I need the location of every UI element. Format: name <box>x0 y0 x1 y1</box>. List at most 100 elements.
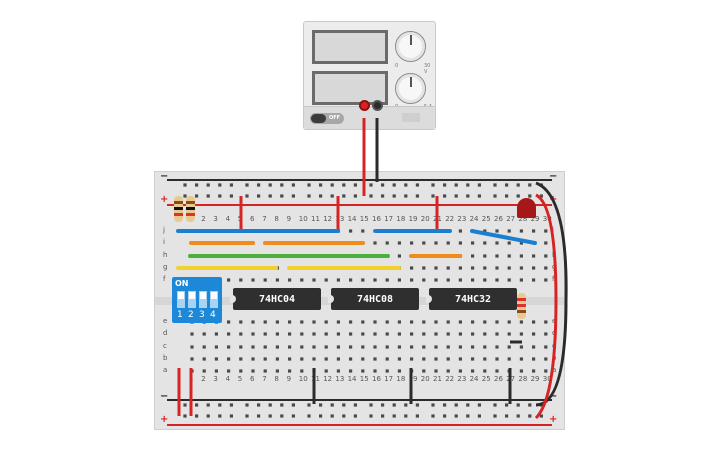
breadboard-hole[interactable] <box>288 332 292 336</box>
breadboard-hole[interactable] <box>404 414 408 418</box>
breadboard-hole[interactable] <box>206 183 210 187</box>
breadboard-hole[interactable] <box>532 345 536 349</box>
breadboard-hole[interactable] <box>477 403 481 407</box>
breadboard-hole[interactable] <box>495 357 499 361</box>
right-red-loop-wire[interactable] <box>534 193 558 420</box>
breadboard-hole[interactable] <box>404 194 408 198</box>
breadboard-hole[interactable] <box>239 357 243 361</box>
breadboard-hole[interactable] <box>471 266 475 270</box>
breadboard-hole[interactable] <box>349 332 353 336</box>
breadboard-hole[interactable] <box>397 357 401 361</box>
breadboard-hole[interactable] <box>477 183 481 187</box>
breadboard-hole[interactable] <box>300 369 304 373</box>
breadboard-hole[interactable] <box>330 414 334 418</box>
breadboard-hole[interactable] <box>539 194 543 198</box>
breadboard-hole[interactable] <box>288 345 292 349</box>
breadboard-hole[interactable] <box>505 414 509 418</box>
breadboard-hole[interactable] <box>471 357 475 361</box>
breadboard-hole[interactable] <box>544 320 548 324</box>
breadboard-hole[interactable] <box>336 278 340 282</box>
breadboard-hole[interactable] <box>229 183 233 187</box>
breadboard-hole[interactable] <box>280 194 284 198</box>
breadboard-hole[interactable] <box>458 241 462 245</box>
breadboard-hole[interactable] <box>493 414 497 418</box>
breadboard-hole[interactable] <box>507 254 511 258</box>
breadboard-hole[interactable] <box>291 403 295 407</box>
breadboard-hole[interactable] <box>519 278 523 282</box>
breadboard-hole[interactable] <box>349 345 353 349</box>
breadboard-hole[interactable] <box>443 414 447 418</box>
breadboard-hole[interactable] <box>446 345 450 349</box>
breadboard-hole[interactable] <box>319 403 323 407</box>
breadboard-hole[interactable] <box>275 278 279 282</box>
breadboard-hole[interactable] <box>495 241 499 245</box>
breadboard-hole[interactable] <box>312 320 316 324</box>
breadboard-hole[interactable] <box>495 254 499 258</box>
breadboard-hole[interactable] <box>458 229 462 233</box>
breadboard-hole[interactable] <box>381 414 385 418</box>
breadboard-hole[interactable] <box>229 403 233 407</box>
breadboard-hole[interactable] <box>245 403 249 407</box>
breadboard-hole[interactable] <box>397 320 401 324</box>
breadboard-hole[interactable] <box>495 345 499 349</box>
breadboard-hole[interactable] <box>369 414 373 418</box>
breadboard-hole[interactable] <box>422 320 426 324</box>
breadboard-hole[interactable] <box>458 320 462 324</box>
breadboard-hole[interactable] <box>229 194 233 198</box>
breadboard-hole[interactable] <box>361 320 365 324</box>
breadboard-hole[interactable] <box>300 278 304 282</box>
breadboard-hole[interactable] <box>206 414 210 418</box>
breadboard-hole[interactable] <box>519 357 523 361</box>
dip-switch-2[interactable] <box>188 291 196 308</box>
breadboard-hole[interactable] <box>507 278 511 282</box>
breadboard-hole[interactable] <box>446 369 450 373</box>
breadboard-hole[interactable] <box>532 229 536 233</box>
breadboard-hole[interactable] <box>458 332 462 336</box>
breadboard-hole[interactable] <box>373 357 377 361</box>
breadboard-hole[interactable] <box>495 266 499 270</box>
breadboard-hole[interactable] <box>307 194 311 198</box>
breadboard-hole[interactable] <box>446 241 450 245</box>
breadboard-hole[interactable] <box>227 357 231 361</box>
breadboard-hole[interactable] <box>349 357 353 361</box>
breadboard-hole[interactable] <box>239 278 243 282</box>
breadboard-hole[interactable] <box>275 369 279 373</box>
dip-switch-4[interactable] <box>210 291 218 308</box>
breadboard-hole[interactable] <box>183 403 187 407</box>
breadboard-hole[interactable] <box>431 403 435 407</box>
breadboard-hole[interactable] <box>324 357 328 361</box>
breadboard-hole[interactable] <box>385 278 389 282</box>
breadboard-hole[interactable] <box>257 183 261 187</box>
breadboard-hole[interactable] <box>415 183 419 187</box>
breadboard-hole[interactable] <box>353 194 357 198</box>
breadboard-hole[interactable] <box>190 332 194 336</box>
breadboard-hole[interactable] <box>263 278 267 282</box>
breadboard-hole[interactable] <box>263 345 267 349</box>
breadboard-hole[interactable] <box>458 369 462 373</box>
breadboard-hole[interactable] <box>239 345 243 349</box>
breadboard-hole[interactable] <box>330 194 334 198</box>
breadboard-hole[interactable] <box>291 183 295 187</box>
breadboard-hole[interactable] <box>202 369 206 373</box>
breadboard-hole[interactable] <box>349 320 353 324</box>
breadboard-hole[interactable] <box>263 357 267 361</box>
bottom-black-jumpers[interactable] <box>312 340 522 404</box>
breadboard-hole[interactable] <box>466 414 470 418</box>
breadboard-hole[interactable] <box>422 332 426 336</box>
breadboard-hole[interactable] <box>516 414 520 418</box>
breadboard-hole[interactable] <box>369 183 373 187</box>
breadboard-hole[interactable] <box>404 403 408 407</box>
breadboard-hole[interactable] <box>446 320 450 324</box>
breadboard-hole[interactable] <box>505 403 509 407</box>
breadboard-hole[interactable] <box>532 369 536 373</box>
breadboard-hole[interactable] <box>385 241 389 245</box>
breadboard-hole[interactable] <box>544 254 548 258</box>
breadboard-hole[interactable] <box>446 332 450 336</box>
breadboard-hole[interactable] <box>257 403 261 407</box>
breadboard-hole[interactable] <box>415 194 419 198</box>
breadboard-hole[interactable] <box>454 403 458 407</box>
breadboard-hole[interactable] <box>532 278 536 282</box>
breadboard-hole[interactable] <box>392 414 396 418</box>
breadboard-hole[interactable] <box>353 414 357 418</box>
breadboard-hole[interactable] <box>431 414 435 418</box>
